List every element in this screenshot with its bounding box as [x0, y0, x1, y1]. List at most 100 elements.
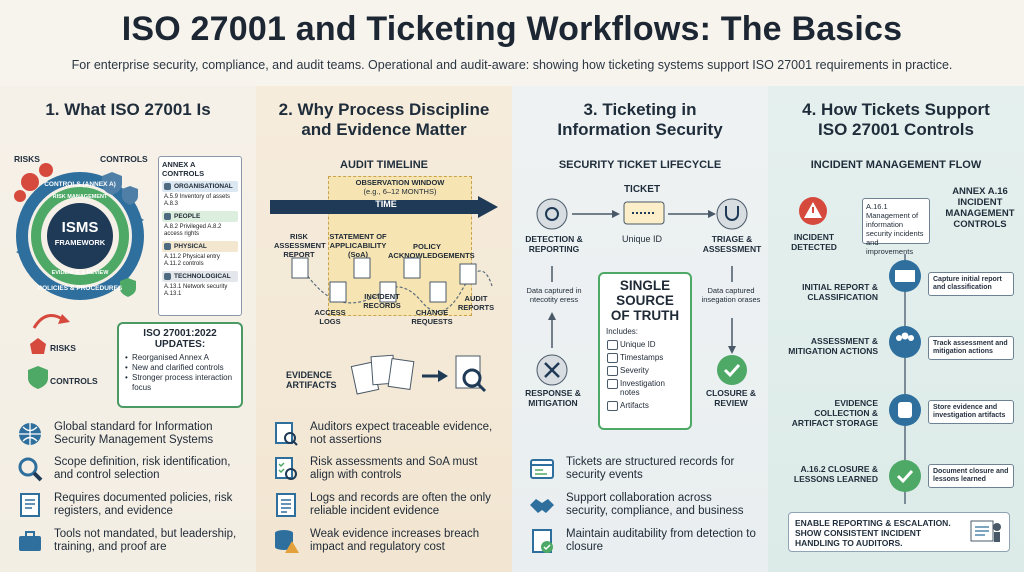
- bullet-text: Tickets are structured records for secur…: [566, 456, 735, 481]
- incident-warning-icon: [799, 197, 827, 225]
- doc-label: INCIDENT RECORDS: [363, 292, 401, 310]
- step-closure-check-icon: [889, 460, 921, 492]
- panel-title-line2: Information Security: [557, 120, 723, 139]
- bullet-row: Global standard for Information Security…: [16, 417, 244, 451]
- ring-bottom1-text: EVIDENCE & REVIEW: [52, 270, 110, 276]
- lifecycle-top-row: [536, 198, 748, 230]
- annex-item: A.13.1 Network security A.13.1: [164, 284, 228, 297]
- step-note: Document closure and lessons learned: [928, 464, 1014, 488]
- bullet-text: Scope definition, risk identification, a…: [54, 456, 231, 481]
- response-label: RESPONSE & MITIGATION: [525, 388, 581, 408]
- unique-id-text: Unique ID: [621, 234, 663, 244]
- panel-title: 1. What ISO 27001 Is: [45, 100, 211, 119]
- observation-window-band: [328, 176, 472, 316]
- triage-label: TRIAGE & ASSESSMENT: [702, 234, 762, 254]
- ticket-record-icon: [530, 459, 554, 479]
- truth-title: SINGLE SOURCE OF TRUTH: [610, 278, 680, 323]
- doc-label: STATEMENT OF APPLICABILITY (SoA): [329, 232, 387, 259]
- panel-title: 3. Ticketing in Information Security: [512, 100, 768, 140]
- step-note: Capture initial report and classificatio…: [928, 272, 1014, 296]
- bullet-text: Risk assessments and SoA must align with…: [310, 456, 478, 481]
- updates-item: New and clarified controls: [125, 363, 235, 373]
- artifact-doc-icon: [387, 358, 415, 390]
- bullet-row: Risk assessments and SoA must align with…: [272, 452, 500, 486]
- panel-title-line1: 3. Ticketing in: [583, 100, 697, 119]
- bullet-text: Maintain auditability from detection to …: [566, 528, 756, 553]
- doc-label: POLICY ACKNOWLEDGEMENTS: [388, 242, 475, 260]
- annex-item: A.5.9 Inventory of assets A.8.3: [164, 194, 231, 207]
- panel-title: 4. How Tickets Support ISO 27001 Control…: [768, 100, 1024, 140]
- doc-icon: [429, 281, 447, 303]
- controls-label: CONTROLS: [100, 154, 148, 164]
- bullet-row: Weak evidence increases breach impact an…: [272, 524, 500, 558]
- obs-window-label: OBSERVATION WINDOW: [355, 178, 445, 187]
- shield-icon: [122, 186, 138, 205]
- header: ISO 27001 and Ticketing Workflows: The B…: [0, 0, 1024, 86]
- iso-2022-updates-card: ISO 27001:2022 UPDATES: Reorganised Anne…: [117, 322, 243, 408]
- bullet-row: Logs and records are often the only reli…: [272, 488, 500, 522]
- doc-icon: [379, 281, 397, 303]
- a16-1-card: A.16.1 Management of information securit…: [862, 198, 930, 256]
- ticket-label: TICKET: [623, 184, 661, 195]
- panel-process-discipline: 2. Why Process Discipline and Evidence M…: [256, 86, 512, 572]
- doc-search-icon: [275, 422, 298, 446]
- data-captured-right: Data captured insegation orases: [701, 286, 761, 304]
- handshake-icon: [530, 499, 554, 513]
- data-captured-left: Data captured in ntecotity eress: [526, 286, 582, 304]
- ring-top-text: CONTROLS (ANNEX A): [44, 181, 116, 188]
- doc-label: CHANGE REQUESTS: [411, 308, 453, 326]
- annex-category: PHYSICAL: [162, 241, 238, 252]
- doc-icon: [329, 281, 347, 303]
- framework-text: FRAMEWORK: [55, 238, 106, 247]
- bullet-row: Requires documented policies, risk regis…: [16, 488, 244, 522]
- arrow-icon: [612, 210, 620, 218]
- page-title: ISO 27001 and Ticketing Workflows: The B…: [121, 10, 903, 48]
- truth-item: Severity: [606, 366, 684, 376]
- step-note: Store evidence and investigation artifac…: [928, 400, 1014, 424]
- step-team-icon: [889, 326, 921, 358]
- bullet-row: Tools not mandated, but leadership, trai…: [16, 524, 244, 558]
- step-label: ASSESSMENT & MITIGATION ACTIONS: [788, 336, 878, 356]
- truth-item: Unique ID: [606, 340, 684, 350]
- annex-heading: ANNEX A CONTROLS: [162, 160, 205, 178]
- isms-text: ISMS: [62, 219, 99, 236]
- ring-middle: [31, 187, 129, 285]
- detection-label: DETECTION & REPORTING: [525, 234, 583, 254]
- doc-label: ACCESS LOGS: [314, 308, 346, 326]
- closure-label: CLOSURE & REVIEW: [705, 388, 757, 408]
- incident-detected-label: INCIDENT DETECTED: [791, 232, 837, 252]
- magnifier-icon: [18, 457, 43, 482]
- timeline-heading: AUDIT TIMELINE: [340, 159, 428, 171]
- step-label: A.16.2 CLOSURE & LESSONS LEARNED: [793, 464, 878, 484]
- detection-icon: [536, 198, 568, 230]
- panel-tickets-controls: 4. How Tickets Support ISO 27001 Control…: [768, 86, 1024, 572]
- reporting-banner: ENABLE REPORTING & ESCALATION. SHOW CONS…: [788, 512, 1010, 552]
- risks-label: RISKS: [14, 154, 40, 164]
- doc-icon: [291, 257, 309, 279]
- step-label: INITIAL REPORT & CLASSIFICATION: [802, 282, 878, 302]
- doc-label: AUDIT REPORTS: [457, 294, 495, 312]
- bullet-text: Tools not mandated, but leadership, trai…: [54, 528, 237, 553]
- ring-core: [47, 203, 113, 269]
- arrow-icon: [548, 312, 556, 320]
- truth-item: Timestamps: [606, 353, 684, 363]
- bullet-row: Support collaboration across security, c…: [528, 488, 756, 522]
- truth-includes: Includes:: [606, 327, 639, 336]
- bullet-text: Logs and records are often the only reli…: [310, 492, 491, 517]
- lifecycle-connectors: [536, 266, 747, 386]
- shield-icon: [102, 172, 122, 195]
- updates-item: Stronger process interaction focus: [125, 373, 235, 393]
- panel-title-line1: 2. Why Process Discipline: [278, 100, 490, 119]
- bullet-text: Weak evidence increases breach impact an…: [310, 528, 480, 553]
- truth-item: Investigation notes: [606, 379, 684, 397]
- annex-category: TECHNOLOGICAL: [162, 271, 238, 282]
- observation-window: OBSERVATION WINDOW (e.g., 6–12 MONTHS): [336, 178, 464, 196]
- doc-icon: [353, 257, 371, 279]
- bullet-text: Requires documented policies, risk regis…: [54, 492, 233, 517]
- risk-control-icons: [28, 314, 70, 389]
- doc-icon: [403, 257, 421, 279]
- lifecycle-heading: SECURITY TICKET LIFECYCLE: [558, 159, 722, 171]
- annex-a16-label: ANNEX A.16 INCIDENT MANAGEMENT CONTROLS: [945, 186, 1015, 230]
- briefcase-icon: [19, 531, 41, 551]
- bullet-text: Auditors expect traceable evidence, not …: [310, 421, 493, 446]
